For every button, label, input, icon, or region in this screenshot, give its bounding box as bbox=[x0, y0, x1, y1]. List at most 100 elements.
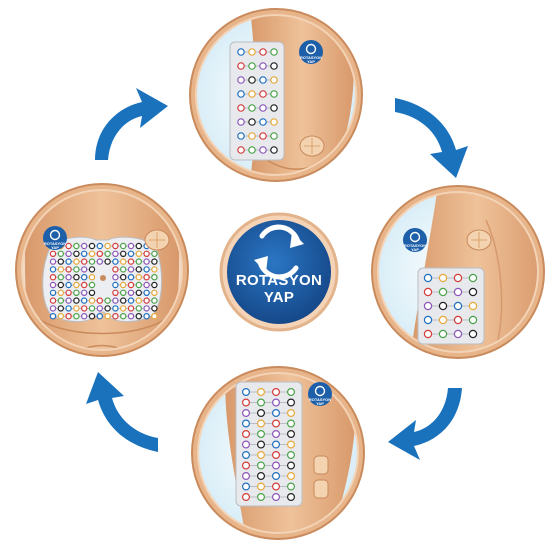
thigh-injection-grid bbox=[423, 273, 478, 339]
injection-site-dot bbox=[88, 305, 96, 312]
injection-site-dot bbox=[270, 62, 278, 70]
injection-site-dot bbox=[65, 266, 72, 273]
injection-site-dot bbox=[287, 493, 296, 502]
rotation-badge bbox=[308, 382, 332, 406]
rotation-badge bbox=[43, 226, 67, 250]
injection-site-dot bbox=[143, 313, 150, 320]
injection-site-dot bbox=[270, 48, 278, 56]
injection-site-dot bbox=[49, 281, 57, 289]
injection-site-dot bbox=[270, 132, 278, 140]
injection-site-dot bbox=[272, 472, 281, 481]
injection-site-dot bbox=[135, 266, 142, 273]
injection-site-dot bbox=[88, 313, 96, 320]
pinch-hand-icon bbox=[299, 135, 325, 157]
injection-site-dot bbox=[96, 305, 104, 312]
pinch-hand-icon bbox=[466, 229, 492, 251]
injection-site-dot bbox=[259, 90, 267, 98]
injection-site-dot bbox=[248, 118, 256, 126]
injection-site-dot bbox=[259, 104, 267, 112]
injection-site-dot bbox=[143, 274, 150, 281]
injection-site-dot bbox=[151, 289, 158, 296]
injection-site-dot bbox=[112, 313, 119, 320]
injection-site-dot bbox=[242, 430, 251, 439]
injection-site-dot bbox=[73, 274, 80, 281]
injection-site-dot bbox=[257, 451, 266, 460]
injection-site-dot bbox=[96, 242, 104, 250]
injection-site-dot bbox=[143, 258, 150, 265]
injection-site-dot bbox=[127, 297, 135, 304]
injection-site-dot bbox=[423, 273, 433, 283]
injection-site-dot bbox=[96, 250, 104, 257]
injection-site-dot bbox=[49, 313, 57, 320]
injection-site-dot bbox=[135, 313, 142, 320]
injection-site-dot bbox=[438, 301, 448, 311]
injection-site-dot bbox=[127, 242, 135, 250]
injection-site-dot bbox=[135, 297, 142, 304]
rotation-arrowhead-icon bbox=[254, 256, 268, 272]
injection-site-dot bbox=[112, 258, 119, 265]
injection-site-dot bbox=[65, 242, 72, 250]
abdomen-injection-grid bbox=[49, 242, 158, 320]
injection-site-dot bbox=[73, 281, 80, 289]
injection-site-dot bbox=[248, 48, 256, 56]
injection-site-dot bbox=[242, 472, 251, 481]
injection-site-dot bbox=[65, 274, 72, 281]
injection-site-dot bbox=[151, 305, 158, 312]
injection-site-dot bbox=[468, 329, 478, 339]
injection-site-dot bbox=[135, 242, 142, 250]
injection-site-dot bbox=[135, 289, 142, 296]
injection-site-dot bbox=[112, 289, 119, 296]
injection-site-dot bbox=[438, 329, 448, 339]
injection-site-dot bbox=[257, 430, 266, 439]
injection-site-dot bbox=[57, 313, 65, 320]
injection-site-dot bbox=[104, 250, 111, 257]
injection-site-dot bbox=[468, 301, 478, 311]
pinch-hand-icon bbox=[144, 229, 170, 251]
injection-site-dot bbox=[135, 258, 142, 265]
injection-site-dot bbox=[80, 266, 88, 273]
injection-site-dot bbox=[272, 493, 281, 502]
injection-site-dot bbox=[287, 482, 296, 491]
injection-site-dot bbox=[272, 419, 281, 428]
injection-site-dot bbox=[57, 281, 65, 289]
injection-site-dot bbox=[237, 118, 245, 126]
injection-site-dot bbox=[65, 289, 72, 296]
injection-site-dot bbox=[453, 273, 463, 283]
badge-text: ROTASYON YAP bbox=[43, 241, 67, 250]
injection-site-dot bbox=[242, 398, 251, 407]
injection-site-dot bbox=[438, 287, 448, 297]
arm-injection-grid bbox=[237, 48, 278, 154]
injection-site-dot bbox=[80, 305, 88, 312]
injection-site-dot bbox=[57, 297, 65, 304]
center-disc bbox=[219, 212, 339, 332]
injection-site-dot bbox=[119, 274, 127, 281]
injection-site-dot bbox=[143, 266, 150, 273]
injection-site-dot bbox=[112, 266, 119, 273]
injection-site-dot bbox=[248, 76, 256, 84]
injection-site-dot bbox=[104, 313, 111, 320]
navel bbox=[100, 275, 106, 281]
injection-site-dot bbox=[96, 313, 104, 320]
leg-panel bbox=[191, 366, 365, 540]
injection-site-dot bbox=[127, 250, 135, 257]
injection-site-dot bbox=[119, 297, 127, 304]
injection-site-dot bbox=[270, 146, 278, 154]
injection-site-dot bbox=[88, 297, 96, 304]
injection-site-dot bbox=[151, 274, 158, 281]
injection-site-dot bbox=[127, 274, 135, 281]
injection-site-dot bbox=[127, 305, 135, 312]
injection-site-dot bbox=[119, 242, 127, 250]
injection-site-dot bbox=[272, 388, 281, 397]
injection-site-dot bbox=[49, 274, 57, 281]
badge-text: ROTASYON YAP bbox=[308, 397, 332, 406]
injection-site-dot bbox=[423, 287, 433, 297]
injection-site-dot bbox=[73, 258, 80, 265]
injection-site-dot bbox=[80, 289, 88, 296]
injection-site-dot bbox=[151, 313, 158, 320]
injection-site-dot bbox=[96, 258, 104, 265]
injection-site-dot bbox=[242, 419, 251, 428]
thigh-panel bbox=[371, 185, 545, 359]
injection-site-dot bbox=[453, 287, 463, 297]
injection-site-dot bbox=[80, 242, 88, 250]
